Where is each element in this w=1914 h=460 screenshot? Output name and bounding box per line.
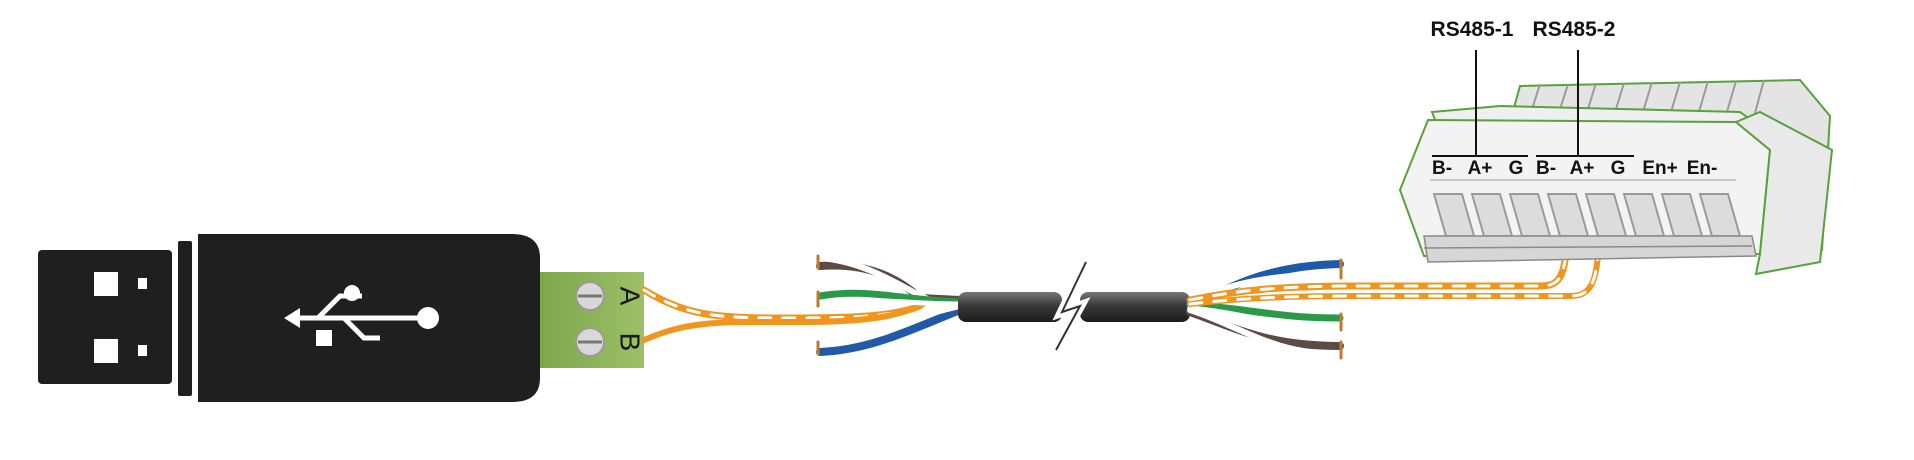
rs485-2-label: RS485-2 <box>1533 18 1616 41</box>
terminal-label-a-plus-1: A+ <box>1468 158 1493 179</box>
right-wire-fan <box>1186 216 1603 360</box>
rs485-connector: B- A+ G B- A+ G En+ En- <box>1398 78 1834 276</box>
connector-terminals <box>1432 193 1742 237</box>
terminal-label-b-minus-2: B- <box>1536 158 1556 179</box>
terminal-label-g-2: G <box>1611 158 1626 179</box>
cable <box>958 259 1190 353</box>
cable-jacket-right <box>1080 292 1190 322</box>
usb-plug <box>38 250 172 384</box>
terminal-label-a-plus-2: A+ <box>1570 158 1595 179</box>
connector-side <box>1734 110 1834 276</box>
usb-adapter <box>38 234 540 402</box>
usb-plug-contact <box>138 278 147 289</box>
connector-rail <box>1423 235 1757 263</box>
adapter-terminal-block: A B <box>540 272 646 368</box>
usb-plug-contact <box>138 345 147 356</box>
adapter-terminal-a-label: A <box>615 287 646 306</box>
usb-collar <box>178 241 192 396</box>
terminal-label-g-1: G <box>1509 158 1524 179</box>
rs485-group-brackets <box>1432 50 1634 157</box>
usb-plug-contact <box>94 272 118 296</box>
usb-icon <box>284 285 439 346</box>
rs485-1-label: RS485-1 <box>1431 18 1514 41</box>
usb-plug-contact <box>94 339 118 363</box>
terminal-label-en-plus: En+ <box>1642 158 1677 179</box>
left-wire-fan <box>816 254 964 356</box>
cable-break-icon <box>1051 259 1091 353</box>
adapter-wires <box>640 286 933 343</box>
terminal-label-en-minus: En- <box>1687 158 1718 179</box>
cable-jacket-left <box>958 292 1062 322</box>
terminal-label-b-minus-1: B- <box>1432 158 1452 179</box>
adapter-terminal-b-label: B <box>615 333 646 352</box>
